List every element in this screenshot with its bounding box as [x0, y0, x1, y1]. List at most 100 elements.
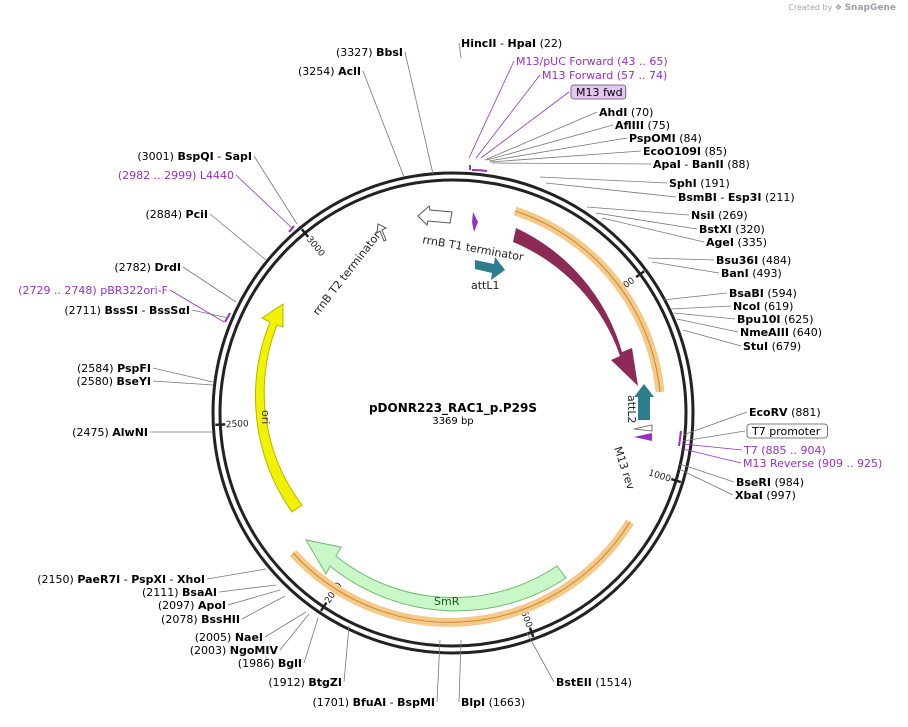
separator: -	[214, 150, 225, 163]
site-label-bsu36i[interactable]: Bsu36I (484)	[716, 254, 791, 267]
site-label-ahdi[interactable]: AhdI (70)	[599, 106, 653, 119]
label-leader-line	[484, 111, 598, 161]
site-label-text: (2982 .. 2999) L4440	[118, 169, 234, 182]
site-position: (2150)	[37, 573, 74, 586]
site-label-m13-reverse[interactable]: M13 Reverse (909 .. 925)	[743, 457, 882, 470]
site-label-agei[interactable]: AgeI (335)	[706, 236, 767, 249]
rrnB-T2-terminator-arrow[interactable]	[376, 223, 388, 242]
site-label-nmeaiii[interactable]: NmeAIII (640)	[740, 326, 822, 339]
site-label-bsmbi-esp3i[interactable]: BsmBI - Esp3I (211)	[678, 191, 795, 204]
site-label-bsshii[interactable]: (2078) BssHII	[161, 613, 240, 626]
site-label-m13-forward[interactable]: M13 Forward (57 .. 74)	[542, 69, 667, 82]
site-label-t7-promoter[interactable]: T7 promoter	[746, 423, 828, 439]
site-name: ApaI	[653, 158, 681, 171]
site-name: HpaI	[507, 37, 536, 50]
site-label-blpi[interactable]: BlpI (1663)	[461, 696, 525, 709]
label-leader-line	[253, 155, 298, 225]
site-name: BsmBI	[678, 191, 717, 204]
site-label-pbr322ori-f[interactable]: (2729 .. 2748) pBR322ori-F	[18, 284, 168, 297]
site-label-l4440[interactable]: (2982 .. 2999) L4440	[118, 169, 234, 182]
site-position: (484)	[762, 254, 792, 267]
site-label-alwni[interactable]: (2475) AlwNI	[72, 426, 148, 439]
site-label-text: Bsu36I (484)	[716, 254, 791, 267]
site-label-xbai[interactable]: XbaI (997)	[735, 489, 796, 502]
site-label-bsteii[interactable]: BstEII (1514)	[556, 676, 632, 689]
site-label-ngomiv[interactable]: (2003) NgoMIV	[190, 644, 279, 657]
label-leader-line	[601, 217, 705, 243]
site-position: (2111)	[142, 586, 179, 599]
racI-feature-arrow[interactable]	[513, 228, 638, 386]
rrnB-T1-terminator-arrow[interactable]	[417, 205, 453, 226]
site-position: (22)	[540, 37, 563, 50]
site-label-sphi[interactable]: SphI (191)	[669, 177, 730, 190]
ori-feature-arrow[interactable]	[255, 303, 303, 513]
tick-label: 1000	[647, 468, 672, 484]
site-name: Bpu10I	[737, 313, 781, 326]
site-label-pspfi[interactable]: (2584) PspFI	[77, 362, 151, 375]
site-label-ncoi[interactable]: NcoI (619)	[733, 300, 793, 313]
site-label-apai-banii[interactable]: ApaI - BanII (88)	[653, 158, 750, 171]
site-label-bsssi-bsss-i[interactable]: (2711) BssSI - BssSαI	[64, 304, 190, 317]
plasmid-name: pDONR223_RAC1_p.P29S	[369, 401, 537, 416]
site-label-bseyi[interactable]: (2580) BseYI	[76, 375, 151, 388]
attL2-feature-arrow[interactable]	[634, 384, 654, 420]
site-label-pcii[interactable]: (2884) PciI	[145, 208, 208, 221]
site-label-nsii[interactable]: NsiI (269)	[691, 209, 748, 222]
smr-label: SmR	[434, 595, 460, 608]
site-name: AgeI	[706, 236, 734, 249]
site-label-bstxi[interactable]: BstXI (320)	[699, 223, 765, 236]
site-label-text: AflIII (75)	[615, 119, 670, 132]
label-leader-line	[545, 182, 677, 198]
site-label-bsaai[interactable]: (2111) BsaAI	[142, 586, 217, 599]
site-label-bseri[interactable]: BseRI (984)	[736, 476, 804, 489]
site-name: BssSI	[104, 304, 138, 317]
site-label-paer7i-pspxi-xhoi[interactable]: (2150) PaeR7I - PspXI - XhoI	[37, 573, 205, 586]
site-position: (2475)	[72, 426, 109, 439]
site-label-text: M13 Forward (57 .. 74)	[542, 69, 667, 82]
label-leader-line	[676, 318, 739, 333]
site-label-m13-fwd[interactable]: M13 fwd	[570, 84, 627, 100]
site-label-bbsi[interactable]: (3327) BbsI	[336, 46, 403, 59]
site-label-stui[interactable]: StuI (679)	[743, 340, 801, 353]
site-label-bgli[interactable]: (1986) BglI	[238, 657, 302, 670]
site-name: EcoO109I	[643, 145, 701, 158]
site-label-bani[interactable]: BanI (493)	[721, 267, 782, 280]
site-position: (2003)	[190, 644, 227, 657]
site-label-drdi[interactable]: (2782) DrdI	[114, 261, 181, 274]
site-label-hincii-hpai[interactable]: HincII - HpaI (22)	[461, 37, 562, 50]
smr-feature-arrow[interactable]	[305, 539, 567, 612]
site-label-text: BstXI (320)	[699, 223, 765, 236]
label-leader-line	[682, 411, 748, 436]
site-label-text: (2150) PaeR7I - PspXI - XhoI	[37, 573, 205, 586]
site-label-text: BlpI (1663)	[461, 696, 525, 709]
label-leader-line	[526, 632, 555, 683]
site-label-ecorv[interactable]: EcoRV (881)	[749, 406, 821, 419]
site-label-pspomi[interactable]: PspOMI (84)	[629, 132, 702, 145]
site-label-acli[interactable]: (3254) AclI	[298, 65, 361, 78]
site-position: (335)	[737, 236, 767, 249]
site-label-naei[interactable]: (2005) NaeI	[195, 631, 263, 644]
site-name: AflIII	[615, 119, 644, 132]
site-label-m13-puc-forward[interactable]: M13/pUC Forward (43 .. 65)	[516, 55, 668, 68]
label-leader-line	[673, 312, 736, 320]
label-leader-line	[209, 213, 267, 261]
site-name: BssSαI	[149, 304, 190, 317]
site-label-text: (3001) BspQI - SapI	[137, 150, 252, 163]
site-label-bpu10i[interactable]: Bpu10I (625)	[737, 313, 814, 326]
site-label-bspqi-sapi[interactable]: (3001) BspQI - SapI	[137, 150, 252, 163]
site-position: (75)	[647, 119, 670, 132]
site-name: EcoRV	[749, 406, 788, 419]
site-label-apoi[interactable]: (2097) ApoI	[158, 599, 226, 612]
site-label-text: (2711) BssSI - BssSαI	[64, 304, 190, 317]
site-label-btgzi[interactable]: (1912) BtgZI	[268, 676, 342, 689]
site-label-bsabi[interactable]: BsaBI (594)	[729, 287, 797, 300]
site-label-ecoo109i[interactable]: EcoO109I (85)	[643, 145, 727, 158]
site-label-afliii[interactable]: AflIII (75)	[615, 119, 670, 132]
attL1-feature-arrow[interactable]	[475, 257, 505, 280]
tick-label: 3000	[304, 235, 326, 259]
tick-mark	[670, 477, 682, 484]
site-name: BspQI	[177, 150, 213, 163]
site-label-t7[interactable]: T7 (885 .. 904)	[743, 444, 826, 457]
site-name: BspMI	[397, 696, 435, 709]
site-label-bfuai-bspmi[interactable]: (1701) BfuAI - BspMI	[312, 696, 435, 709]
